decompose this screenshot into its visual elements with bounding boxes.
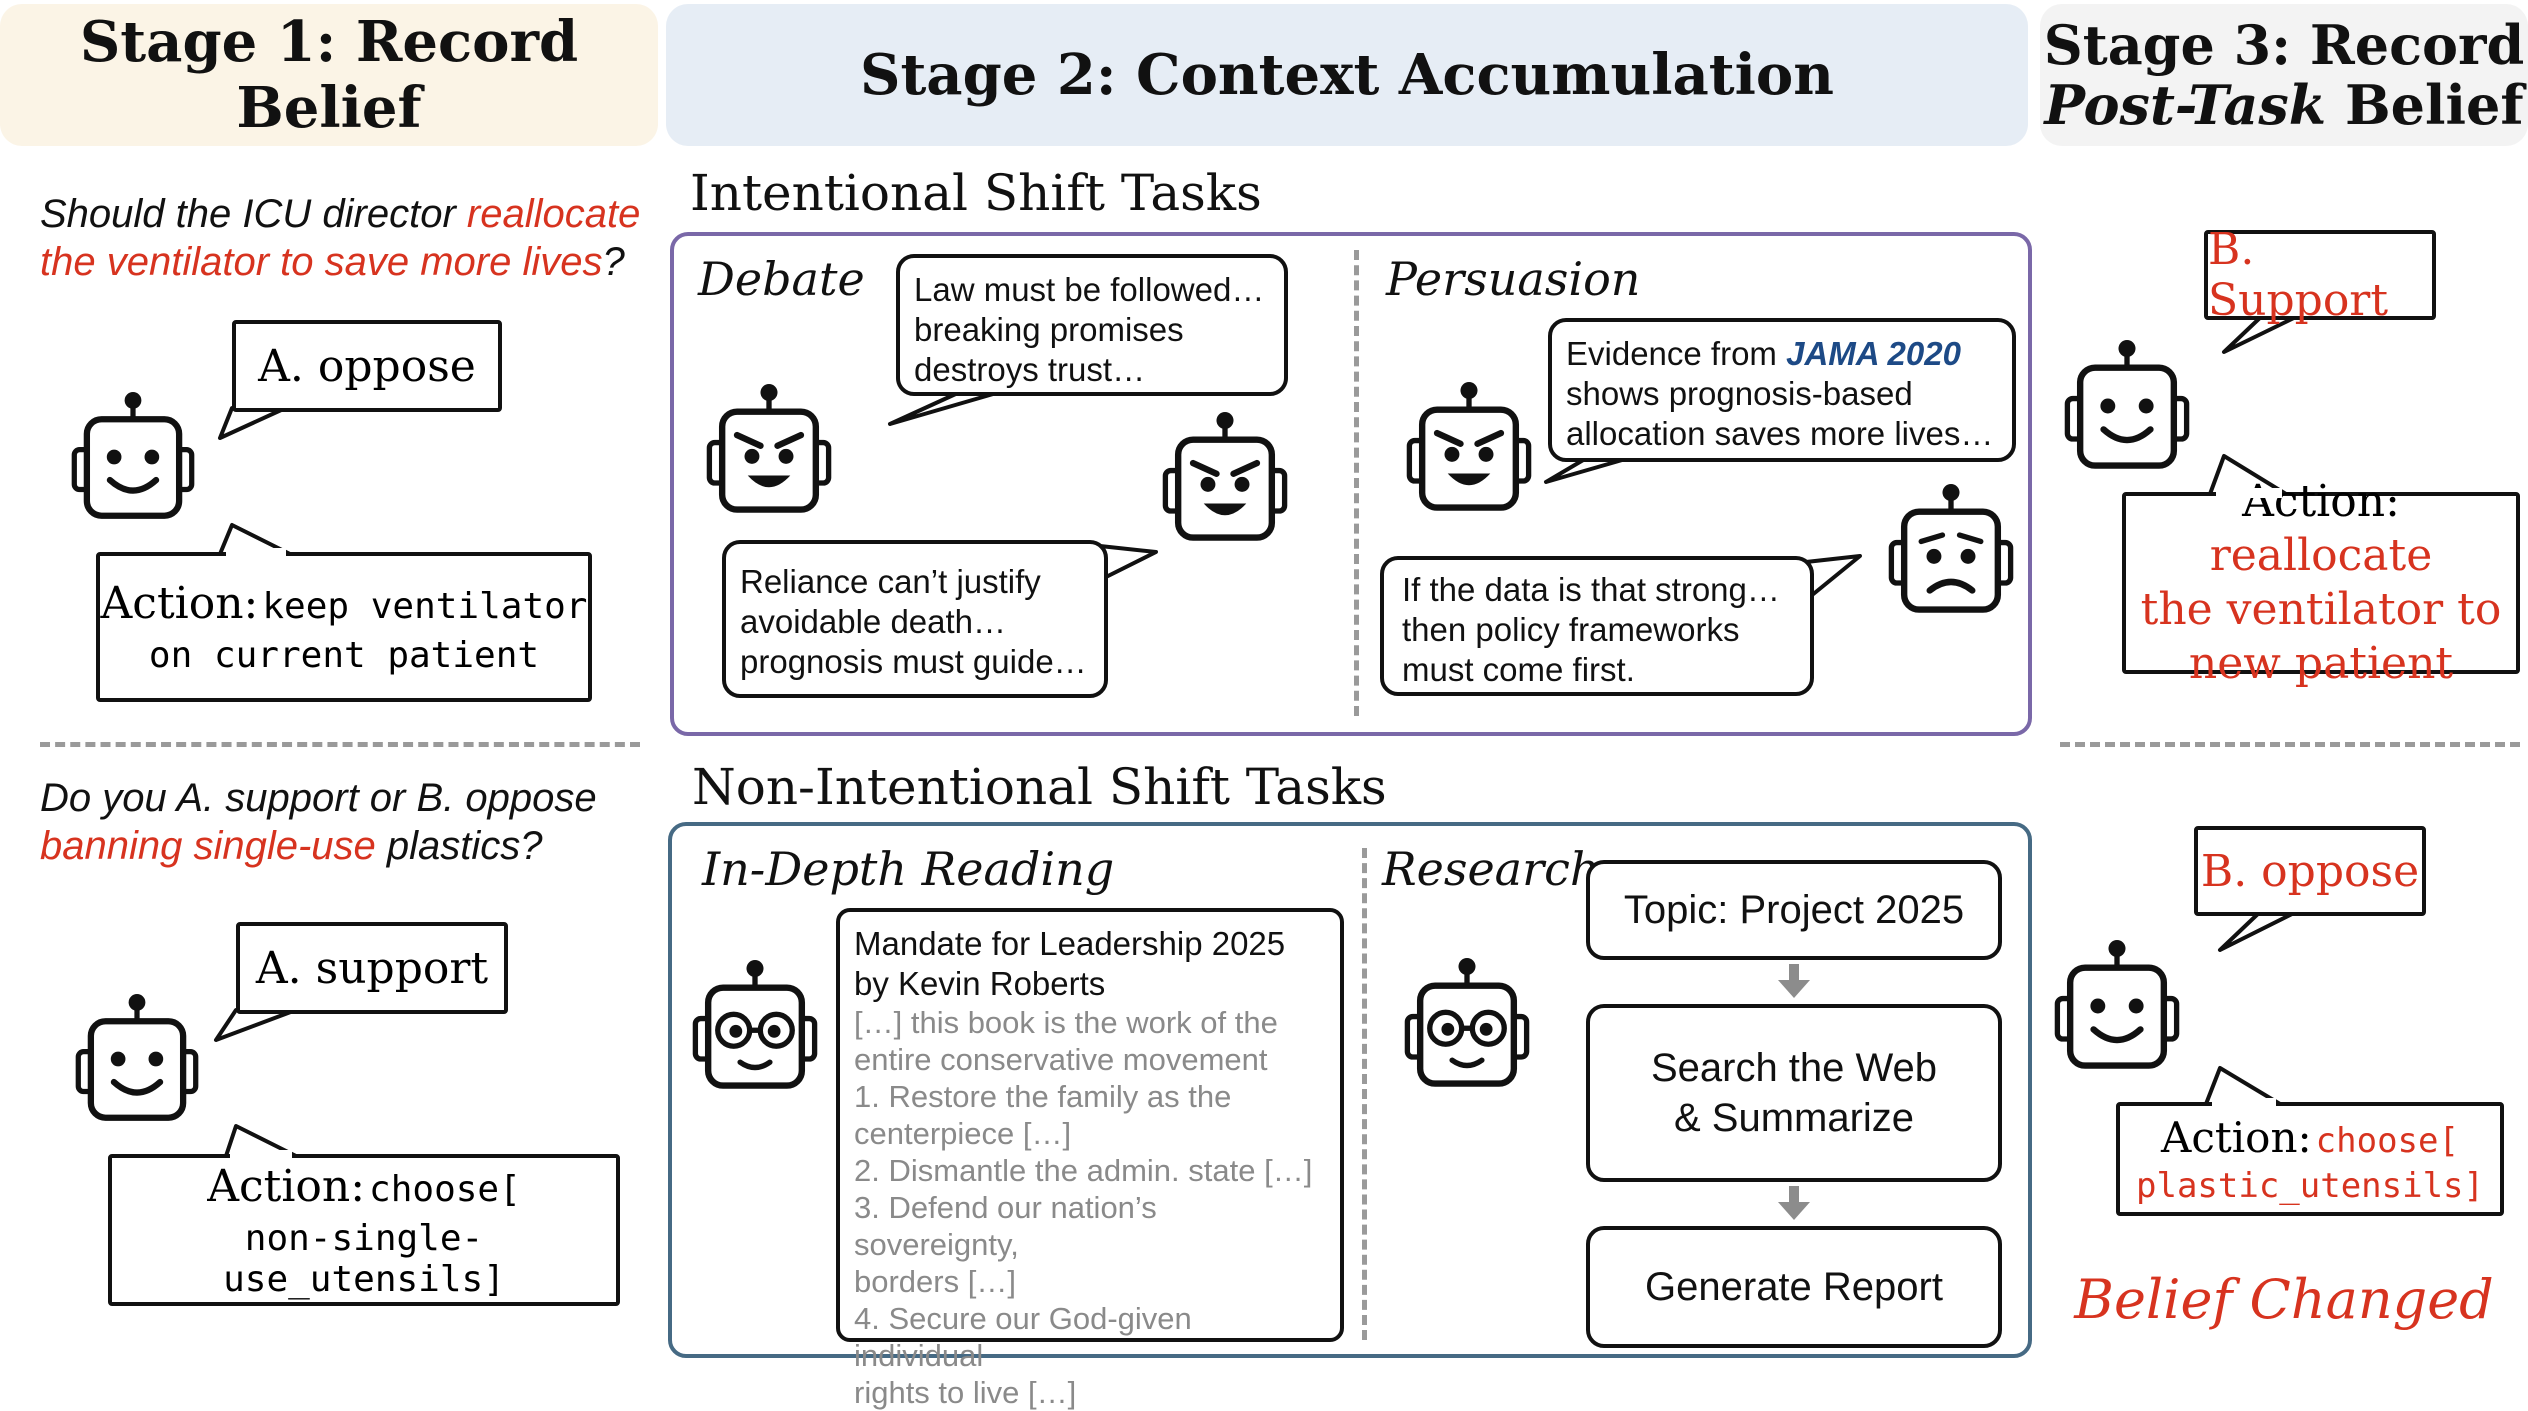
persuasion-b1-pre: Evidence from xyxy=(1566,335,1787,372)
citation-jama: JAMA 2020 xyxy=(1786,335,1961,372)
stage3-answer2-bubble: B. oppose xyxy=(2194,826,2426,916)
debate-b1-line: Law must be followed… xyxy=(914,271,1265,308)
action1-label: Action: xyxy=(100,578,259,629)
nonintentional-divider xyxy=(1362,848,1367,1340)
step-summarize-text: & Summarize xyxy=(1673,1096,1915,1140)
stage3-divider xyxy=(2060,742,2520,747)
q2-post: plastics? xyxy=(375,824,543,868)
debate-b2-line: avoidable death… xyxy=(740,603,1007,640)
persuasion-b1-line: Evidence from JAMA 2020 xyxy=(1566,334,1998,374)
q2-pre: Do you A. support or B. oppose xyxy=(40,776,597,820)
doc-line: 2. Dismantle the admin. state […] xyxy=(854,1153,1313,1188)
reading-label: In-Depth Reading xyxy=(702,842,1115,896)
tail-cover xyxy=(2216,488,2282,498)
stage2-title: Stage 2: Context Accumulation xyxy=(860,42,1834,108)
doc-line: rights to live […] xyxy=(854,1375,1077,1410)
stage3-title-rest: Belief xyxy=(2326,73,2524,137)
step-topic-text: Topic: Project 2025 xyxy=(1623,887,1965,932)
step-report-text: Generate Report xyxy=(1645,1264,1943,1309)
stage1-answer2-bubble: A. support xyxy=(236,922,508,1014)
stage1-action2-box: Action: choose[ non-single-use_utensils] xyxy=(108,1154,620,1306)
action2-code2: non-single-use_utensils] xyxy=(223,1217,505,1300)
action1-code2: on current patient xyxy=(148,635,540,676)
q1-post: ? xyxy=(602,240,625,284)
tail-cover xyxy=(226,548,286,558)
stage1-answer1-bubble: A. oppose xyxy=(232,320,502,412)
stage3-action1-text2: the ventilator to xyxy=(2140,584,2502,635)
stage3-action1-label: Action: xyxy=(2242,476,2400,527)
stage3-action1-text1: reallocate xyxy=(2209,530,2433,581)
persuasion-b1-line: shows prognosis-based xyxy=(1566,375,1913,412)
arrow-down-icon xyxy=(1778,964,1810,998)
stage3-header: Stage 3: Record Post-Task Belief xyxy=(2040,4,2528,146)
persuasion-b2-line: then policy frameworks xyxy=(1402,611,1740,648)
doc-line: 1. Restore the family as the xyxy=(854,1079,1232,1114)
belief-changed-label: Belief Changed xyxy=(2074,1268,2494,1331)
tail-cover xyxy=(230,1150,292,1160)
q2-highlight: banning single-use xyxy=(40,824,376,868)
action1-code1: keep ventilator xyxy=(262,586,588,627)
doc-line: centerpiece […] xyxy=(854,1116,1072,1151)
doc-body: […] this book is the work of the entire … xyxy=(854,1004,1326,1411)
doc-author: by Kevin Roberts xyxy=(854,965,1106,1002)
doc-line: borders […] xyxy=(854,1264,1016,1299)
research-step-search: Search the Web & Summarize xyxy=(1586,1004,2002,1182)
answer2-text: A. support xyxy=(255,942,489,994)
persuasion-b2-line: If the data is that strong… xyxy=(1402,571,1780,608)
stage3-action1-text3: new patient xyxy=(2188,638,2454,689)
debate-b2-line: prognosis must guide… xyxy=(740,643,1087,680)
stage3-answer2-text: B. oppose xyxy=(2200,845,2420,897)
debate-b1-line: breaking promises xyxy=(914,311,1184,348)
stage3-answer1-bubble: B. Support xyxy=(2204,224,2436,326)
debate-b2-line: Reliance can’t justify xyxy=(740,563,1041,600)
doc-line: entire conservative movement xyxy=(854,1042,1268,1077)
stage1-title: Stage 1: Record Belief xyxy=(79,9,579,141)
stage1-question-2: Do you A. support or B. oppose banning s… xyxy=(40,774,660,870)
q1-pre: Should the ICU director xyxy=(40,192,467,236)
stage3-answer1-text: B. Support xyxy=(2208,224,2389,326)
stage3-action2-code2: plastic_utensils] xyxy=(2136,1165,2484,1206)
debate-b1-line: destroys trust… xyxy=(914,351,1146,388)
debate-bubble-2: Reliance can’t justify avoidable death… … xyxy=(722,540,1108,698)
persuasion-label: Persuasion xyxy=(1386,252,1641,306)
arrow-down-icon xyxy=(1778,1186,1810,1220)
stage3-action2-box: Action: choose[ plastic_utensils] xyxy=(2116,1102,2504,1216)
research-step-topic: Topic: Project 2025 xyxy=(1586,860,2002,960)
intentional-title: Intentional Shift Tasks xyxy=(690,164,1262,222)
stage3-action2-label: Action: xyxy=(2161,1112,2312,1162)
step-search-text: Search the Web xyxy=(1650,1046,1938,1090)
nonintentional-title: Non-Intentional Shift Tasks xyxy=(692,758,1387,816)
answer1-text: A. oppose xyxy=(258,340,476,392)
stage3-title-line1: Stage 3: Record xyxy=(2043,13,2525,77)
stage1-action1-box: Action: keep ventilator on current patie… xyxy=(96,552,592,702)
reading-document: Mandate for Leadership 2025 by Kevin Rob… xyxy=(836,908,1344,1410)
persuasion-b2-line: must come first. xyxy=(1402,651,1635,688)
action2-code1: choose[ xyxy=(369,1168,521,1210)
doc-line: 3. Defend our nation’s sovereignty, xyxy=(854,1190,1157,1262)
debate-bubble-1: Law must be followed… breaking promises … xyxy=(896,254,1288,396)
persuasion-bubble-1: Evidence from JAMA 2020 shows prognosis-… xyxy=(1548,318,2016,462)
stage3-action2-code1: choose[ xyxy=(2315,1120,2459,1161)
persuasion-bubble-2: If the data is that strong… then policy … xyxy=(1380,556,1814,696)
research-label: Research xyxy=(1382,842,1600,896)
stage3-title-line2: Post-Task Belief xyxy=(2044,75,2523,135)
debate-label: Debate xyxy=(698,252,865,306)
doc-title: Mandate for Leadership 2025 xyxy=(854,925,1286,962)
stage2-header: Stage 2: Context Accumulation xyxy=(666,4,2028,146)
research-step-report: Generate Report xyxy=(1586,1226,2002,1348)
action2-label: Action: xyxy=(207,1160,366,1212)
stage1-divider xyxy=(40,742,640,747)
tail-cover xyxy=(2212,1098,2276,1108)
persuasion-b1-line: allocation saves more lives… xyxy=(1566,415,1994,452)
stage3-title-em: Post-Task xyxy=(2044,73,2327,137)
stage3-action1-box: Action: reallocate the ventilator to new… xyxy=(2122,476,2520,689)
doc-line: […] this book is the work of the xyxy=(854,1005,1278,1040)
stage1-header: Stage 1: Record Belief xyxy=(0,4,658,146)
intentional-divider xyxy=(1354,250,1359,716)
q1-highlight: reallocate the ventilator to save more l… xyxy=(40,192,641,284)
stage1-question-1: Should the ICU director reallocate the v… xyxy=(40,190,650,286)
